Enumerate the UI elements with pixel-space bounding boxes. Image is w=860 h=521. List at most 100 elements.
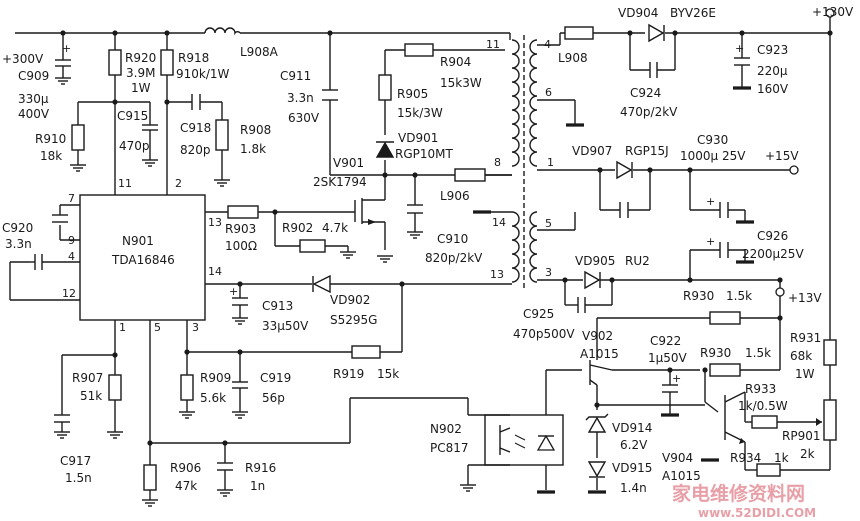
capacitor-c920: C920 3.3n (2, 214, 68, 251)
inductor-l908a: L908A (204, 27, 279, 59)
svg-text:5.6k: 5.6k (200, 391, 226, 405)
svg-text:R904: R904 (440, 55, 471, 69)
diode-vd902: VD902 S5295G (312, 274, 377, 327)
svg-text:9: 9 (68, 234, 75, 247)
svg-text:A1015: A1015 (580, 347, 619, 361)
diode-vd905: VD905 RU2 (575, 254, 650, 290)
svg-text:BYV26E: BYV26E (670, 6, 716, 20)
capacitor-c923: + C923 220μ 160V (731, 42, 789, 96)
svg-text:V904: V904 (662, 451, 693, 465)
svg-text:VD905: VD905 (575, 254, 615, 268)
svg-text:R902: R902 (282, 221, 313, 235)
svg-text:A1015: A1015 (662, 469, 701, 483)
svg-text:4.7k: 4.7k (322, 221, 348, 235)
svg-text:L908: L908 (558, 51, 588, 65)
optocoupler-n902: N902 PC817 (430, 414, 564, 494)
svg-text:C909: C909 (18, 69, 49, 83)
svg-text:C926: C926 (757, 229, 788, 243)
svg-text:VD907: VD907 (572, 144, 612, 158)
svg-text:2: 2 (175, 177, 182, 190)
svg-text:C930: C930 (697, 133, 728, 147)
svg-text:R910: R910 (35, 132, 66, 146)
svg-text:C917: C917 (60, 454, 91, 468)
junctions (60, 30, 833, 446)
svg-text:1W: 1W (795, 367, 815, 381)
capacitor-vd907-snubber (619, 202, 629, 218)
svg-text:100Ω: 100Ω (225, 239, 257, 253)
svg-text:220μ: 220μ (757, 64, 788, 78)
svg-text:47k: 47k (175, 479, 197, 493)
svg-text:1μ50V: 1μ50V (648, 351, 688, 365)
resistor-r918: R918 910k/1W (160, 49, 230, 81)
svg-text:V902: V902 (582, 329, 613, 343)
transformer-t901: 11 8 14 13 4 6 1 5 3 (471, 35, 554, 290)
resistor-r907: R907 51k (72, 371, 124, 439)
svg-text:18k: 18k (40, 149, 62, 163)
svg-text:2k: 2k (800, 447, 815, 461)
svg-text:VD915: VD915 (612, 461, 652, 475)
svg-text:RU2: RU2 (625, 254, 650, 268)
resistor-r931: R931 68k 1W (790, 331, 837, 381)
svg-text:RGP15J: RGP15J (625, 144, 669, 158)
svg-text:VD901: VD901 (398, 131, 438, 145)
svg-text:+: + (706, 195, 715, 208)
svg-text:+: + (229, 285, 238, 298)
svg-text:33μ50V: 33μ50V (262, 319, 309, 333)
svg-text:+300V: +300V (2, 52, 44, 66)
resistor-r904: R904 15k3W (404, 43, 482, 90)
svg-text:6.2V: 6.2V (620, 438, 648, 452)
svg-text:R907: R907 (72, 371, 103, 385)
svg-text:1W: 1W (131, 81, 151, 95)
capacitor-c922: + C922 1μ50V (648, 334, 688, 417)
svg-text:C919: C919 (260, 371, 291, 385)
svg-text:www.52DIDI.COM: www.52DIDI.COM (698, 506, 816, 520)
svg-text:S5295G: S5295G (330, 313, 377, 327)
resistor-r905: R905 15k/3W (378, 74, 443, 120)
resistor-r933: R933 1k/0.5W (738, 382, 788, 429)
transistor-v904: V904 A1015 (662, 438, 745, 483)
svg-text:470p500V: 470p500V (513, 327, 575, 341)
svg-text:11: 11 (118, 177, 132, 190)
svg-text:R908: R908 (240, 123, 271, 137)
transistor-v902: V902 A1015 (580, 329, 619, 386)
svg-text:R934: R934 (730, 451, 761, 465)
svg-text:13: 13 (208, 216, 222, 229)
capacitor-c925: C925 470p500V (513, 297, 586, 341)
svg-text:3.9M: 3.9M (126, 66, 155, 80)
svg-text:1n: 1n (250, 479, 265, 493)
svg-text:PC817: PC817 (430, 441, 469, 455)
svg-text:R909: R909 (200, 371, 231, 385)
svg-text:2SK1794: 2SK1794 (313, 175, 367, 189)
svg-text:C911: C911 (280, 69, 311, 83)
svg-text:C910: C910 (437, 232, 468, 246)
svg-text:1: 1 (119, 321, 126, 334)
watermark: 家电维修资料网 www.52DIDI.COM (672, 482, 816, 520)
svg-text:2200μ25V: 2200μ25V (742, 247, 804, 261)
mosfet-v901: V901 2SK1794 (313, 156, 394, 263)
svg-text:12: 12 (62, 287, 76, 300)
diode-vd915: VD915 1.4n (586, 461, 652, 495)
terminal-15v: +15V (765, 149, 799, 175)
resistor-r906: R906 47k (141, 461, 201, 507)
svg-text:15k/3W: 15k/3W (397, 106, 443, 120)
svg-text:1: 1 (547, 156, 554, 169)
svg-text:160V: 160V (757, 82, 789, 96)
svg-text:1k/0.5W: 1k/0.5W (738, 399, 788, 413)
svg-text:820p/2kV: 820p/2kV (425, 251, 483, 265)
svg-text:R930: R930 (700, 346, 731, 360)
svg-text:1.5k: 1.5k (726, 289, 752, 303)
diode-vd904: VD904 BYV26E (618, 6, 716, 43)
resistor-r903: R903 100Ω (225, 205, 259, 253)
svg-text:C915: C915 (117, 109, 148, 123)
svg-text:R916: R916 (245, 461, 276, 475)
svg-text:68k: 68k (790, 349, 812, 363)
svg-text:15k: 15k (377, 367, 399, 381)
resistor-r930-lower: R930 1.5k (700, 346, 771, 377)
capacitor-c913: + C913 33μ50V (229, 285, 309, 333)
svg-text:1.4n: 1.4n (620, 481, 647, 495)
svg-text:VD902: VD902 (330, 293, 370, 307)
svg-text:1.8k: 1.8k (240, 142, 266, 156)
capacitor-c924: C924 470p/2kV (620, 62, 678, 119)
resistor-r910: R910 18k (35, 124, 87, 172)
